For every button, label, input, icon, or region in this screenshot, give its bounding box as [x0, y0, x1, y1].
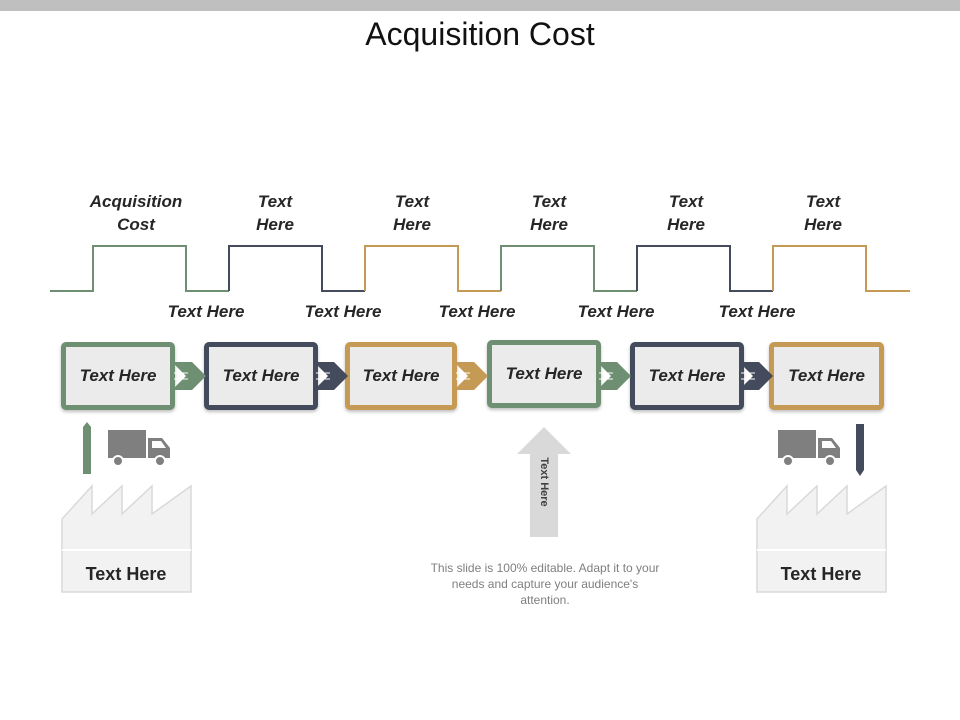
step-box-label: Text Here [788, 366, 865, 385]
top-label-4: Text Here [530, 192, 568, 234]
step-box-5: Text Here [630, 342, 744, 410]
step-box-4: Text Here [487, 340, 601, 408]
factory-icon [756, 484, 887, 593]
truck-icon [108, 430, 170, 467]
green-post-icon [83, 422, 91, 474]
factory-label-left: Text Here [85, 564, 167, 584]
top-label-1: Acquisition Cost [89, 192, 183, 234]
chevron-arrow-1 [172, 362, 206, 390]
top-bar [0, 0, 960, 11]
top-label-6: Text Here [804, 192, 842, 234]
chevron-arrow-5 [739, 362, 773, 390]
top-label-3: Text Here [393, 192, 431, 234]
chevron-arrow-3 [454, 362, 488, 390]
step-box-3: Text Here [345, 342, 457, 410]
step-box-label: Text Here [362, 366, 440, 385]
editable-note: This slide is 100% editable. Adapt it to… [430, 561, 660, 607]
step-box-2: Text Here [204, 342, 318, 410]
factory-label-right: Text Here [780, 564, 862, 584]
factory-icon [61, 484, 192, 593]
step-box-label: Text Here [79, 366, 157, 385]
low-label-2: Text Here [304, 302, 382, 321]
slide-title: Acquisition Cost [365, 16, 595, 52]
step-box-label: Text Here [505, 364, 583, 383]
low-label-4: Text Here [577, 302, 655, 321]
navy-post-icon [856, 424, 864, 476]
low-label-3: Text Here [438, 302, 516, 321]
step-box-label: Text Here [648, 366, 726, 385]
up-arrow-label: Text Here [538, 457, 550, 507]
top-label-5: Text Here [667, 192, 705, 234]
up-arrow-icon [517, 427, 571, 537]
step-box-label: Text Here [222, 366, 300, 385]
step-box-6: Text Here [769, 342, 884, 410]
chevron-arrow-2 [314, 362, 348, 390]
low-label-1: Text Here [167, 302, 245, 321]
chevron-arrow-4 [597, 362, 631, 390]
step-box-1: Text Here [61, 342, 175, 410]
top-label-2: Text Here [256, 192, 294, 234]
truck-icon [778, 430, 840, 467]
low-label-5: Text Here [718, 302, 796, 321]
